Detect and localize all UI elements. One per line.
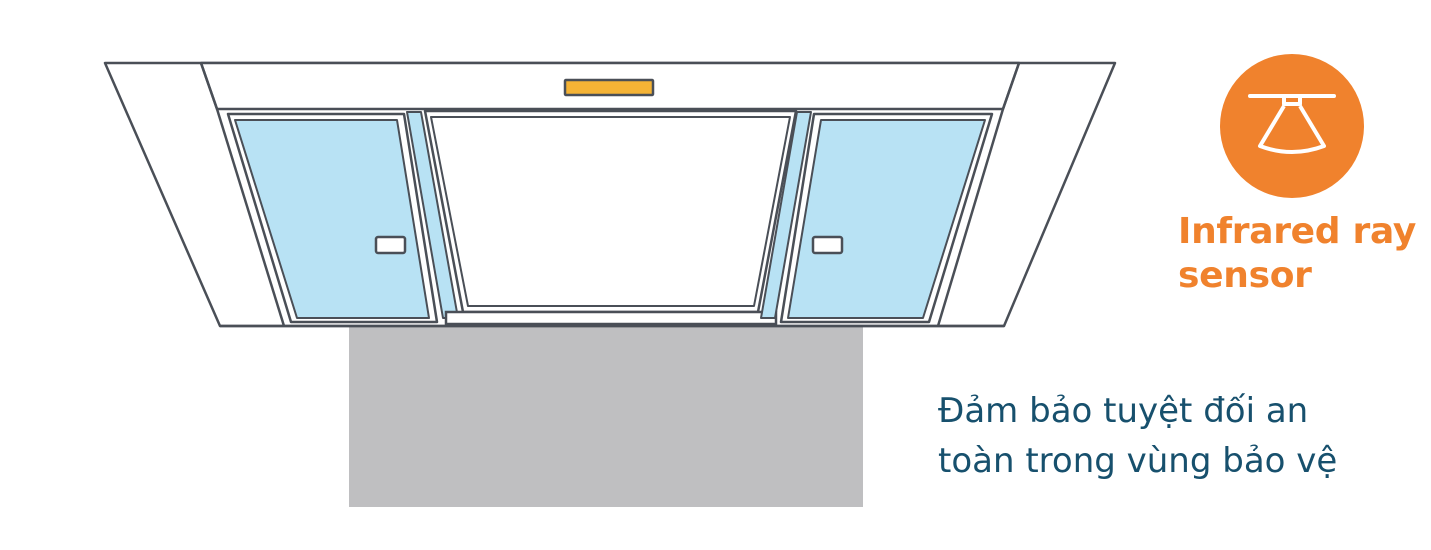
sensor-label-line-1: Infrared ray	[1178, 211, 1417, 252]
sensor-label-line-2: sensor	[1178, 255, 1312, 296]
safety-caption-line-1: Đảm bảo tuyệt đối an	[938, 391, 1309, 431]
right-door-glass	[787, 119, 986, 319]
right-glass-strip	[760, 111, 812, 319]
infrared-sensor-icon	[1220, 54, 1364, 198]
detection-zone-floor	[349, 327, 863, 507]
right-side-divider	[1001, 62, 1021, 110]
right-door-handle	[811, 235, 844, 255]
door-threshold	[444, 310, 778, 326]
sensor-bar	[563, 78, 655, 97]
safety-caption: Đảm bảo tuyệt đối an toàn trong vùng bảo…	[938, 386, 1408, 486]
sensor-label: Infrared ray sensor	[1178, 210, 1428, 298]
left-door-handle	[374, 235, 407, 255]
left-side-divider	[199, 62, 219, 110]
safety-caption-line-2: toàn trong vùng bảo vệ	[938, 441, 1338, 481]
left-door-glass	[234, 119, 430, 319]
